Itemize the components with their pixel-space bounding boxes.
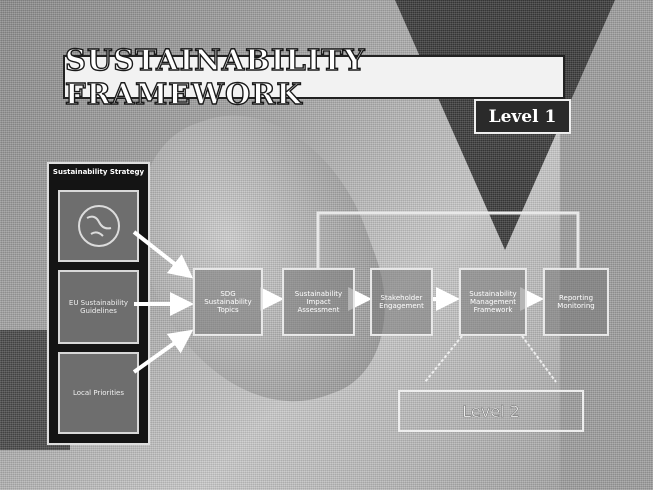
- panel-box-guidelines: EU Sustainability Guidelines: [58, 270, 139, 344]
- globe-icon: [77, 205, 120, 247]
- panel-box-priorities: Local Priorities: [58, 352, 139, 434]
- level-1-label: Level 1: [488, 106, 557, 127]
- flow-box-reporting: Reporting Monitoring: [543, 268, 609, 336]
- panel-box-globe: [58, 190, 139, 262]
- level-1-badge: Level 1: [474, 99, 571, 134]
- flow-box-management-framework: Sustainability Management Framework: [459, 268, 527, 336]
- level-2-box: Level 2: [398, 390, 584, 432]
- strategy-panel: Sustainability Strategy EU Sustainabilit…: [47, 162, 150, 445]
- title-banner: SUSTAINABILITY FRAMEWORK: [63, 42, 565, 112]
- slide-title: SUSTAINABILITY FRAMEWORK: [64, 42, 366, 111]
- strategy-panel-header: Sustainability Strategy: [52, 168, 145, 176]
- level-2-label: Level 2: [462, 401, 520, 421]
- arrow-globe-to-topics: [132, 230, 194, 279]
- arrow-priorities-to-topics: [132, 329, 194, 374]
- flow-box-stakeholder-engagement: Stakeholder Engagement: [370, 268, 433, 336]
- feedback-loop-line: [316, 211, 580, 268]
- level2-connector-left: [424, 335, 463, 383]
- flow-box-impact-assessment: Sustainability Impact Assessment: [282, 268, 355, 336]
- level2-connector-right: [521, 335, 557, 383]
- flow-box-sdg-topics: SDG Sustainability Topics: [193, 268, 263, 336]
